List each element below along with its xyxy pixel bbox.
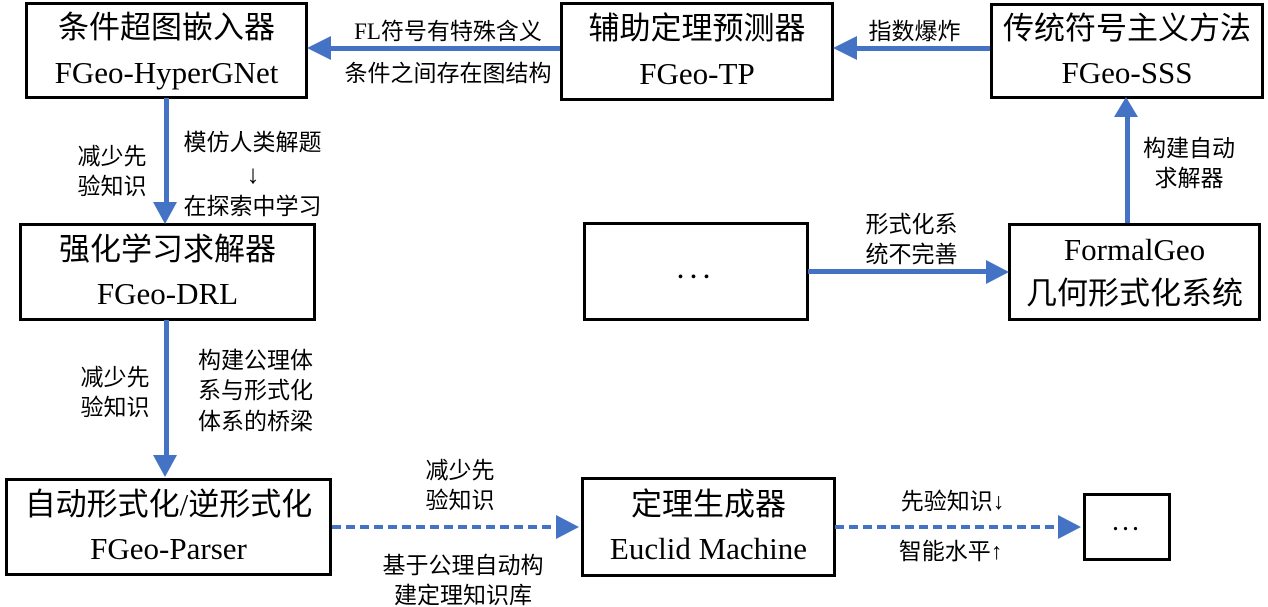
label-graph-structure: 条件之间存在图结构 (344, 61, 552, 86)
box-formalgeo-subtitle: 几何形式化系统 (1026, 276, 1243, 311)
edge-tp-to-hypergnet-arrowhead-icon (307, 36, 331, 60)
label-imitate-human: 模仿人类解题 (183, 130, 322, 155)
label-prior-knowledge-down: 先验知识↓ (900, 489, 1005, 514)
box-tp: 辅助定理预测器 FGeo-TP (560, 2, 834, 101)
box-parser-title: 自动形式化/逆形式化 (24, 486, 313, 522)
box-formalgeo-title: FormalGeo (1063, 231, 1206, 267)
box-euclid: 定理生成器 Euclid Machine (581, 477, 836, 577)
box-hypergnet-subtitle: FGeo-HyperGNet (54, 54, 279, 90)
box-drl-title: 强化学习求解器 (59, 231, 276, 267)
edge-hypergnet-to-drl-arrowhead-icon (153, 202, 177, 224)
label-reduce-prior-1: 减少先 验知识 (77, 144, 147, 200)
box-drl: 强化学习求解器 FGeo-DRL (19, 223, 316, 321)
box-tp-subtitle: FGeo-TP (639, 55, 755, 91)
box-ellipsis-mid-dots: ... (676, 248, 716, 285)
label-build-auto-solver: 构建自动 求解器 (1143, 136, 1235, 192)
edge-hypergnet-to-drl-line (164, 98, 169, 203)
box-hypergnet-title: 条件超图嵌入器 (58, 10, 275, 46)
edge-drl-to-parser-line (164, 320, 169, 457)
edge-ellipsis-to-formalgeo-arrowhead-icon (986, 260, 1009, 284)
label-intelligence-up: 智能水平↑ (898, 539, 1003, 564)
box-ellipsis-mid: ... (583, 222, 809, 321)
edge-sss-to-tp-line (857, 46, 990, 51)
box-parser: 自动形式化/逆形式化 FGeo-Parser (5, 478, 332, 576)
box-drl-subtitle: FGeo-DRL (96, 276, 239, 311)
box-ellipsis-end: ... (1083, 493, 1171, 561)
label-exponential-explosion: 指数爆炸 (868, 19, 961, 44)
label-axiom-theorem-kb: 基于公理自动构 建定理知识库 (382, 553, 544, 607)
box-tp-title: 辅助定理预测器 (588, 11, 806, 47)
label-bridge-axiom-formal: 构建公理体 系与形式化 体系的桥梁 (198, 348, 313, 434)
box-sss-subtitle: FGeo-SSS (1061, 55, 1193, 90)
box-ellipsis-end-dots: ... (1112, 506, 1142, 537)
edge-formalgeo-to-sss-line (1125, 117, 1130, 223)
edge-parser-to-euclid-dashline (332, 525, 558, 529)
label-formal-system-imperfect: 形式化系 统不完善 (865, 212, 958, 268)
box-sss: 传统符号主义方法 FGeo-SSS (990, 3, 1264, 99)
edge-sss-to-tp-arrowhead-icon (833, 36, 857, 60)
edge-euclid-to-ellipsis-arrowhead-icon (1058, 515, 1081, 539)
edge-parser-to-euclid-arrowhead-icon (556, 515, 579, 539)
edge-tp-to-hypergnet-line (331, 46, 560, 51)
box-parser-subtitle: FGeo-Parser (90, 531, 247, 566)
edge-drl-to-parser-arrowhead-icon (153, 455, 177, 477)
edge-ellipsis-to-formalgeo-line (808, 269, 988, 274)
label-reduce-prior-2: 减少先 验知识 (80, 365, 150, 421)
edge-formalgeo-to-sss-arrowhead-icon (1114, 97, 1138, 117)
label-reduce-prior-3: 减少先 验知识 (425, 458, 495, 514)
edge-euclid-to-ellipsis-dashline (835, 525, 1060, 529)
box-sss-title: 传统符号主义方法 (1003, 10, 1251, 46)
box-formalgeo: FormalGeo 几何形式化系统 (1008, 223, 1261, 321)
box-euclid-title: 定理生成器 (631, 486, 786, 522)
label-fl-symbols-meaning: FL符号有特殊含义 (354, 19, 542, 44)
label-learn-in-exploration: 在探索中学习 (183, 194, 322, 219)
down-arrow-icon: ↓ (246, 160, 260, 189)
box-hypergnet: 条件超图嵌入器 FGeo-HyperGNet (25, 2, 308, 99)
box-euclid-subtitle: Euclid Machine (609, 531, 808, 566)
